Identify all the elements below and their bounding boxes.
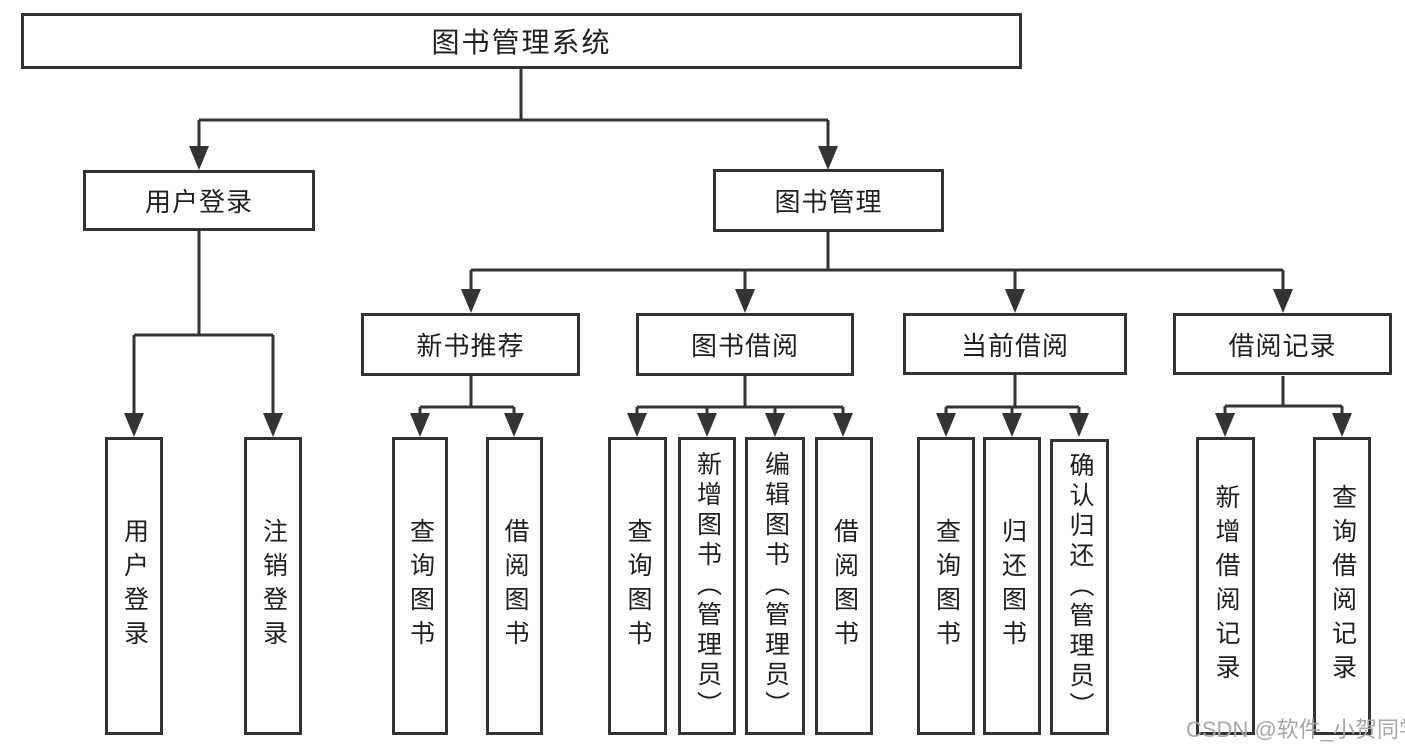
leaf-confirm-return-admin: 确认归还（管理员）: [1050, 439, 1109, 735]
leaf-query-borrow-record: 查询借阅记录: [1313, 437, 1371, 735]
leaf-logout: 注销登录: [244, 437, 302, 735]
leaf-user-login: 用户登录: [105, 437, 163, 735]
node-library-management-system: 图书管理系统: [21, 13, 1022, 69]
leaf-edit-book-admin: 编辑图书（管理员）: [745, 437, 805, 735]
leaf-borrow-books-recommend: 借阅图书: [486, 437, 543, 735]
leaf-query-books-current: 查询图书: [917, 437, 975, 735]
node-book-borrow: 图书借阅: [636, 313, 854, 376]
leaf-add-borrow-record: 新增借阅记录: [1196, 437, 1255, 735]
leaf-borrow-books: 借阅图书: [815, 437, 873, 735]
csdn-watermark: CSDN @软件_小贺同学: [1186, 717, 1405, 742]
leaf-query-books-borrow: 查询图书: [608, 437, 667, 735]
node-new-book-recommend: 新书推荐: [361, 313, 580, 376]
leaf-query-books-recommend: 查询图书: [392, 437, 448, 735]
leaf-return-book: 归还图书: [983, 437, 1041, 735]
node-borrow-records: 借阅记录: [1173, 313, 1392, 375]
node-current-borrow: 当前借阅: [903, 313, 1127, 375]
leaf-add-book-admin: 新增图书（管理员）: [678, 437, 736, 735]
node-book-management: 图书管理: [713, 169, 944, 232]
node-user-login: 用户登录: [83, 170, 315, 231]
